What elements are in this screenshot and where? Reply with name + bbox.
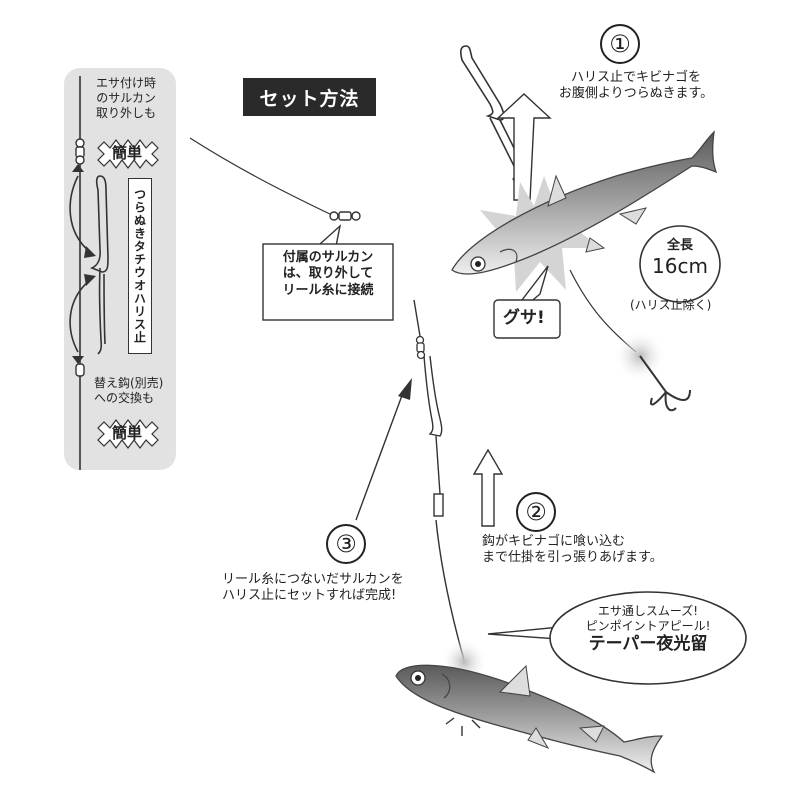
step2-number: ② <box>516 492 556 532</box>
badge-bottom: 簡単 <box>112 424 143 442</box>
badge-top-shape <box>97 139 159 169</box>
swivel-note-line: 付属のサルカン <box>282 250 374 265</box>
sidebar-harris-clip-icon <box>90 175 109 355</box>
sidebar-arrowheads-icon <box>72 164 96 364</box>
step3-arrow-icon <box>355 378 412 521</box>
step1-line: お腹側よりつらぬきます。 <box>558 86 714 102</box>
bubble-line: エサ通しスムーズ! <box>597 604 699 618</box>
swivel-note-line: は、取り外して <box>282 266 374 282</box>
step2-line: 鈎がキビナゴに喰い込む <box>482 534 626 549</box>
bubble-line: ピンポイントアピール! <box>585 619 711 633</box>
length-note: 全長 16cm <box>644 238 716 279</box>
length-value: 16cm <box>652 254 708 279</box>
treble-hook-icon <box>639 355 691 412</box>
sidebar-bottom-line: への交換も <box>94 391 155 405</box>
swivel-icon <box>329 211 361 221</box>
swivel-note-line: リール糸に接続 <box>282 282 374 298</box>
main-line-to-swivel <box>189 137 333 216</box>
sidebar-top-line: のサルカン <box>96 91 156 105</box>
step2-swivel-icon <box>415 335 426 360</box>
swivel-note: 付属のサルカン は、取り外して リール糸に接続 <box>268 250 388 299</box>
fish-top-icon <box>451 130 718 275</box>
sidebar-top-line: エサ付け時 <box>96 76 157 90</box>
length-note-detail: (ハリス止除く) <box>630 298 712 312</box>
step3-line: リール糸につないだサルカンを <box>222 572 404 587</box>
bubble-text: エサ通しスムーズ! ピンポイントアピール! テーパー夜光留 <box>566 604 730 655</box>
sidebar-bottom-line: 替え鈎(別売) <box>94 376 164 390</box>
sidebar-top-text: エサ付け時 のサルカン 取り外しも <box>96 76 156 121</box>
step1-number: ① <box>600 24 640 64</box>
shine-marks-icon <box>445 717 481 736</box>
badge-bottom-shape <box>97 419 159 449</box>
bubble-emphasis: テーパー夜光留 <box>588 634 708 654</box>
step2-text: 鈎がキビナゴに喰い込む まで仕掛を引っ張りあげます。 <box>482 534 663 567</box>
sidebar-swivel-icon <box>75 138 85 165</box>
vertical-product-label: つらぬきタチウオハリス止 <box>128 178 152 354</box>
page-title: セット方法 <box>243 78 376 116</box>
badge-top: 簡単 <box>112 144 143 162</box>
gusa-text: グサ! <box>503 308 545 328</box>
sidebar-arrows-icon <box>69 175 91 353</box>
step2-sleeve <box>433 493 444 517</box>
step2-up-arrow-icon <box>472 448 504 527</box>
step3-line: ハリス止にセットすれば完成! <box>222 588 397 604</box>
gusa-box <box>493 299 561 339</box>
swivel-note-pointer <box>318 224 342 247</box>
step3-number: ③ <box>326 524 366 564</box>
step1-text: ハリス止でキビナゴを お腹側よりつらぬきます。 <box>548 70 724 103</box>
sidebar-bottom-text: 替え鈎(別売) への交換も <box>94 376 163 406</box>
sidebar-hook-ring-icon <box>75 363 85 377</box>
fish-bottom-icon <box>395 664 664 774</box>
sidebar-panel <box>64 68 176 470</box>
bubble-oval <box>549 591 747 685</box>
sidebar-top-line: 取り外しも <box>96 106 157 120</box>
step1-up-arrow-icon <box>496 93 552 201</box>
swivel-note-box <box>262 243 394 321</box>
step1-line: ハリス止でキビナゴを <box>570 70 701 85</box>
length-label: 全長 <box>666 238 693 253</box>
step2-line: まで仕掛を引っ張りあげます。 <box>482 550 663 566</box>
step3-text: リール糸につないだサルカンを ハリス止にセットすれば完成! <box>222 572 404 605</box>
length-note-oval <box>639 225 721 303</box>
